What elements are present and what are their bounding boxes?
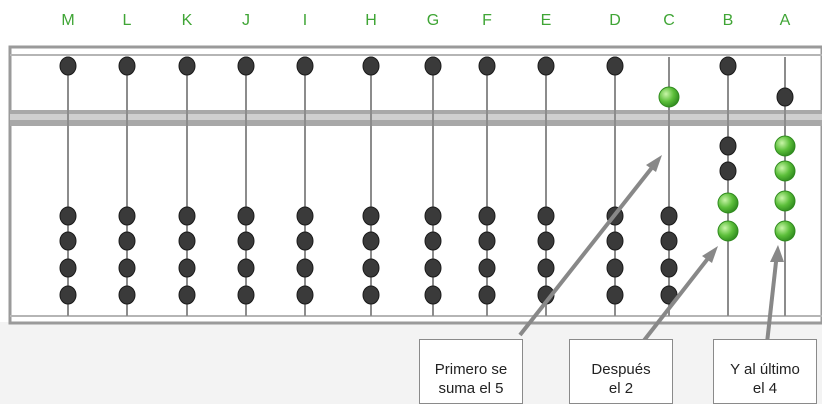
- lower-bead-l-4: [118, 285, 136, 305]
- lower-bead-a-4: [774, 220, 796, 242]
- lower-bead-h-1: [362, 206, 380, 226]
- lower-bead-m-2: [59, 231, 77, 251]
- lower-bead-k-3: [178, 258, 196, 278]
- callout-last-line1: Y al último: [730, 361, 800, 378]
- lower-bead-i-1: [296, 206, 314, 226]
- callout-first-line1: Primero se: [434, 361, 508, 378]
- lower-bead-a-3: [774, 190, 796, 212]
- lower-bead-g-1: [424, 206, 442, 226]
- lower-bead-k-1: [178, 206, 196, 226]
- lower-bead-j-2: [237, 231, 255, 251]
- upper-bead-d: [606, 56, 624, 76]
- lower-bead-l-3: [118, 258, 136, 278]
- column-label-f: F: [482, 12, 492, 29]
- lower-bead-d-3: [606, 258, 624, 278]
- column-label-l: L: [122, 12, 132, 29]
- callout-last-line2: el 4: [752, 380, 778, 397]
- column-label-d: D: [609, 12, 621, 29]
- lower-bead-f-3: [478, 258, 496, 278]
- arrow-to-b: [640, 246, 718, 345]
- lower-bead-m-1: [59, 206, 77, 226]
- lower-bead-c-2: [660, 231, 678, 251]
- abacus-frame: [8, 45, 822, 325]
- lower-bead-f-4: [478, 285, 496, 305]
- lower-bead-g-3: [424, 258, 442, 278]
- column-label-h: H: [365, 12, 377, 29]
- lower-bead-d-4: [606, 285, 624, 305]
- upper-bead-c: [658, 86, 680, 108]
- callout-first-line2: suma el 5: [438, 380, 504, 397]
- arrow-to-a: [765, 245, 784, 344]
- lower-bead-h-3: [362, 258, 380, 278]
- lower-bead-j-4: [237, 285, 255, 305]
- upper-bead-j: [237, 56, 255, 76]
- lower-bead-e-3: [537, 258, 555, 278]
- lower-bead-i-3: [296, 258, 314, 278]
- callout-then: Después el 2: [569, 339, 673, 404]
- lower-bead-h-2: [362, 231, 380, 251]
- lower-bead-i-4: [296, 285, 314, 305]
- column-label-e: E: [540, 12, 552, 29]
- lower-bead-g-4: [424, 285, 442, 305]
- lower-bead-e-2: [537, 231, 555, 251]
- upper-bead-m: [59, 56, 77, 76]
- upper-bead-b: [719, 56, 737, 76]
- lower-bead-h-4: [362, 285, 380, 305]
- upper-bead-g: [424, 56, 442, 76]
- lower-bead-c-3: [660, 258, 678, 278]
- lower-bead-m-4: [59, 285, 77, 305]
- column-label-m: M: [61, 12, 75, 29]
- lower-bead-j-1: [237, 206, 255, 226]
- upper-bead-f: [478, 56, 496, 76]
- lower-bead-g-2: [424, 231, 442, 251]
- lower-bead-a-2: [774, 160, 796, 182]
- lower-bead-c-1: [660, 206, 678, 226]
- lower-bead-f-1: [478, 206, 496, 226]
- lower-bead-k-4: [178, 285, 196, 305]
- lower-bead-l-1: [118, 206, 136, 226]
- lower-bead-e-1: [537, 206, 555, 226]
- upper-bead-k: [178, 56, 196, 76]
- lower-bead-m-3: [59, 258, 77, 278]
- column-label-c: C: [663, 12, 675, 29]
- lower-bead-k-2: [178, 231, 196, 251]
- column-label-i: I: [302, 12, 308, 29]
- column-label-j: J: [242, 12, 250, 29]
- reckoning-bar-highlight: [10, 114, 822, 120]
- lower-bead-a-1: [774, 135, 796, 157]
- column-label-a: A: [779, 12, 791, 29]
- upper-bead-h: [362, 56, 380, 76]
- callout-last: Y al último el 4: [713, 339, 817, 404]
- lower-bead-b-4: [717, 220, 739, 242]
- upper-bead-i: [296, 56, 314, 76]
- column-label-k: K: [181, 12, 193, 29]
- lower-bead-f-2: [478, 231, 496, 251]
- lower-bead-d-2: [606, 231, 624, 251]
- upper-bead-e: [537, 56, 555, 76]
- lower-bead-i-2: [296, 231, 314, 251]
- callout-then-line2: el 2: [608, 380, 634, 397]
- lower-bead-l-2: [118, 231, 136, 251]
- column-label-g: G: [426, 12, 440, 29]
- upper-bead-a: [776, 87, 794, 107]
- column-label-b: B: [722, 12, 734, 29]
- lower-background: [0, 322, 822, 404]
- callout-first: Primero se suma el 5: [419, 339, 523, 404]
- lower-bead-b-3: [717, 192, 739, 214]
- lower-bead-j-3: [237, 258, 255, 278]
- lower-bead-b-1: [719, 136, 737, 156]
- callout-then-line1: Después: [591, 361, 651, 378]
- lower-bead-b-2: [719, 161, 737, 181]
- arrow-to-c: [518, 155, 662, 337]
- upper-bead-l: [118, 56, 136, 76]
